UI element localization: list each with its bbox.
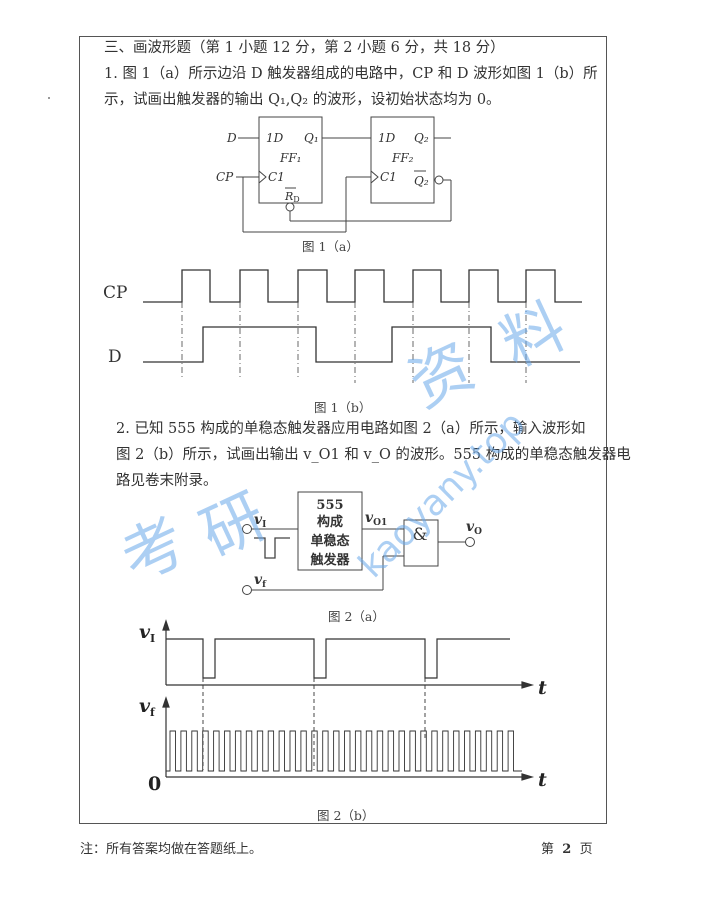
- ff1-clk-pin: C1: [268, 170, 285, 184]
- figure-2b-caption: 图 2（b）: [317, 808, 375, 823]
- cp-label: CP: [103, 283, 127, 303]
- answer-frame: [79, 36, 607, 824]
- block-555: 555: [316, 498, 343, 513]
- footer-note: 注：所有答案均做在答题纸上。: [80, 842, 263, 857]
- t-axis-label-2: t: [538, 769, 547, 791]
- ff1-q-pin: Q₁: [304, 131, 319, 145]
- scan-speck: [48, 97, 50, 99]
- ff2-clk-pin: C1: [380, 170, 397, 184]
- q2-line2: 图 2（b）所示，试画出输出 v_O1 和 v_O 的波形。555 构成的单稳态…: [116, 447, 631, 463]
- d-label: D: [108, 347, 122, 367]
- figure-2a-caption: 图 2（a）: [328, 609, 385, 624]
- section-title: 三、画波形题（第 1 小题 12 分，第 2 小题 6 分，共 18 分）: [104, 40, 505, 56]
- vi-axis-label: vI: [139, 621, 155, 645]
- fig1a-label-cp: CP: [216, 170, 234, 184]
- ff2-qbar-pin: Q₂: [414, 174, 429, 188]
- ff2-d-pin: 1D: [378, 131, 396, 145]
- block-line3: 单稳态: [310, 533, 349, 549]
- ff1-name: FF₁: [279, 151, 301, 165]
- vf-axis-label: vf: [139, 695, 156, 719]
- page-number: 第 2 页: [541, 842, 593, 857]
- block-line2: 构成: [317, 514, 343, 530]
- q1-line2: 示，试画出触发器的输出 Q₁,Q₂ 的波形，设初始状态均为 0。: [104, 92, 501, 108]
- figure-1b-caption: 图 1（b）: [314, 400, 372, 415]
- origin-label: 0: [148, 773, 161, 795]
- ff2-name: FF₂: [391, 151, 414, 165]
- q2-line3: 路见卷末附录。: [116, 473, 218, 489]
- q1-line1: 1. 图 1（a）所示边沿 D 触发器组成的电路中，CP 和 D 波形如图 1（…: [104, 66, 598, 82]
- vf-waveform: [166, 730, 522, 772]
- ff2-q-pin: Q₂: [414, 131, 429, 145]
- q2-line1: 2. 已知 555 构成的单稳态触发器应用电路如图 2（a）所示，输入波形如: [116, 421, 586, 437]
- cp-waveform: [143, 269, 582, 303]
- d-waveform: [143, 326, 580, 363]
- t-axis-label-1: t: [538, 677, 547, 699]
- ff1-d-pin: 1D: [266, 131, 284, 145]
- vi-waveform: [166, 638, 510, 679]
- and-gate-symbol: &: [412, 525, 427, 545]
- fig1a-label-d: D: [226, 131, 237, 145]
- block-line4: 触发器: [309, 552, 350, 568]
- figure-1a-caption: 图 1（a）: [302, 239, 359, 254]
